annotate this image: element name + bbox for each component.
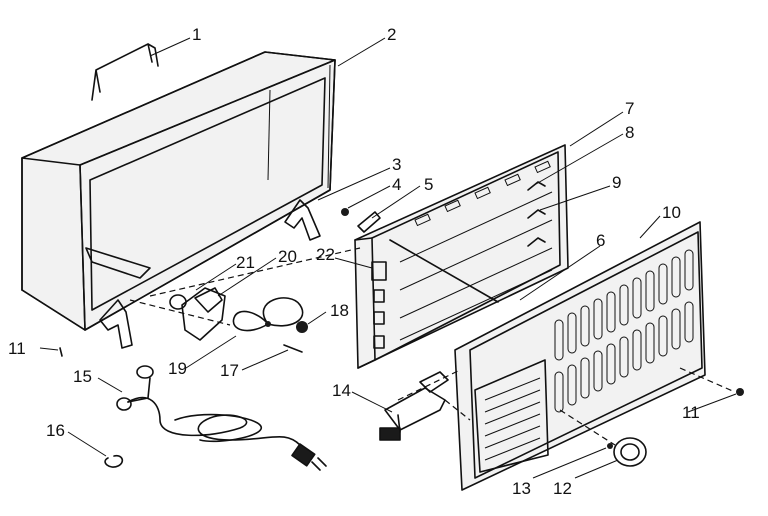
- callout-13: 13: [512, 479, 531, 498]
- cabinet-housing: [21, 51, 336, 349]
- handle: [91, 43, 159, 101]
- grille-louver: [567, 364, 577, 406]
- grille-louver: [684, 301, 694, 343]
- callout-14: 14: [332, 381, 351, 400]
- callout-11-left: 11: [8, 339, 26, 358]
- grille-louver: [671, 256, 681, 298]
- grille-louver: [619, 284, 629, 326]
- grille-louver: [658, 263, 668, 305]
- callout-17: 17: [220, 361, 239, 380]
- grille-louver: [554, 319, 564, 361]
- callout-6: 6: [596, 231, 605, 250]
- fan-motor: [169, 287, 226, 341]
- callout-9: 9: [612, 173, 621, 192]
- grille-louver: [606, 291, 616, 333]
- callout-19: 19: [168, 359, 187, 378]
- grille-louver: [593, 350, 603, 392]
- grille-louver: [632, 329, 642, 371]
- grille-louver: [645, 270, 655, 312]
- callout-18: 18: [330, 301, 349, 320]
- grille-louver: [645, 322, 655, 364]
- callout-labels: 1 2 3 4 5 6 7 8 9 10 11 11 12 13 14 15 1…: [8, 25, 700, 498]
- callout-8: 8: [625, 123, 634, 142]
- grille-louver: [554, 371, 564, 413]
- part-5-clip: [357, 211, 381, 233]
- rod-6: [389, 239, 499, 303]
- callout-15: 15: [73, 367, 92, 386]
- callout-3: 3: [392, 155, 401, 174]
- screw-11-right: [736, 388, 744, 396]
- callout-7: 7: [625, 99, 634, 118]
- grille-louver: [684, 249, 694, 291]
- grille-louver: [567, 312, 577, 354]
- callout-21: 21: [236, 253, 255, 272]
- front-grille: [454, 221, 706, 491]
- grille-louver: [580, 357, 590, 399]
- assembly-lines: [129, 247, 736, 446]
- grille-louver: [580, 305, 590, 347]
- power-cord: [104, 365, 327, 471]
- callout-4: 4: [392, 175, 401, 194]
- leader-lines: [39, 37, 737, 479]
- callout-5: 5: [424, 175, 433, 194]
- callout-2: 2: [387, 25, 396, 44]
- grille-louver: [606, 343, 616, 385]
- cord-clip-16: [104, 454, 124, 468]
- screw-11-left: [59, 347, 63, 357]
- grille-louver: [593, 298, 603, 340]
- callout-10: 10: [662, 203, 681, 222]
- callout-1: 1: [192, 25, 201, 44]
- heating-element-frame: [354, 144, 569, 369]
- grille-louver: [632, 277, 642, 319]
- control-knob: [607, 437, 647, 467]
- nut-18: [296, 321, 308, 333]
- grille-louver: [619, 336, 629, 378]
- thermostat-control: [379, 371, 449, 441]
- callout-12: 12: [553, 479, 572, 498]
- callout-20: 20: [278, 247, 297, 266]
- callout-16: 16: [46, 421, 65, 440]
- grille-louver: [671, 308, 681, 350]
- grille-louver: [658, 315, 668, 357]
- screw-17: [283, 344, 303, 353]
- callout-11-right: 11: [682, 403, 700, 422]
- fan-blade: [232, 297, 304, 332]
- callout-22: 22: [316, 245, 335, 264]
- part-4-washer: [341, 208, 349, 216]
